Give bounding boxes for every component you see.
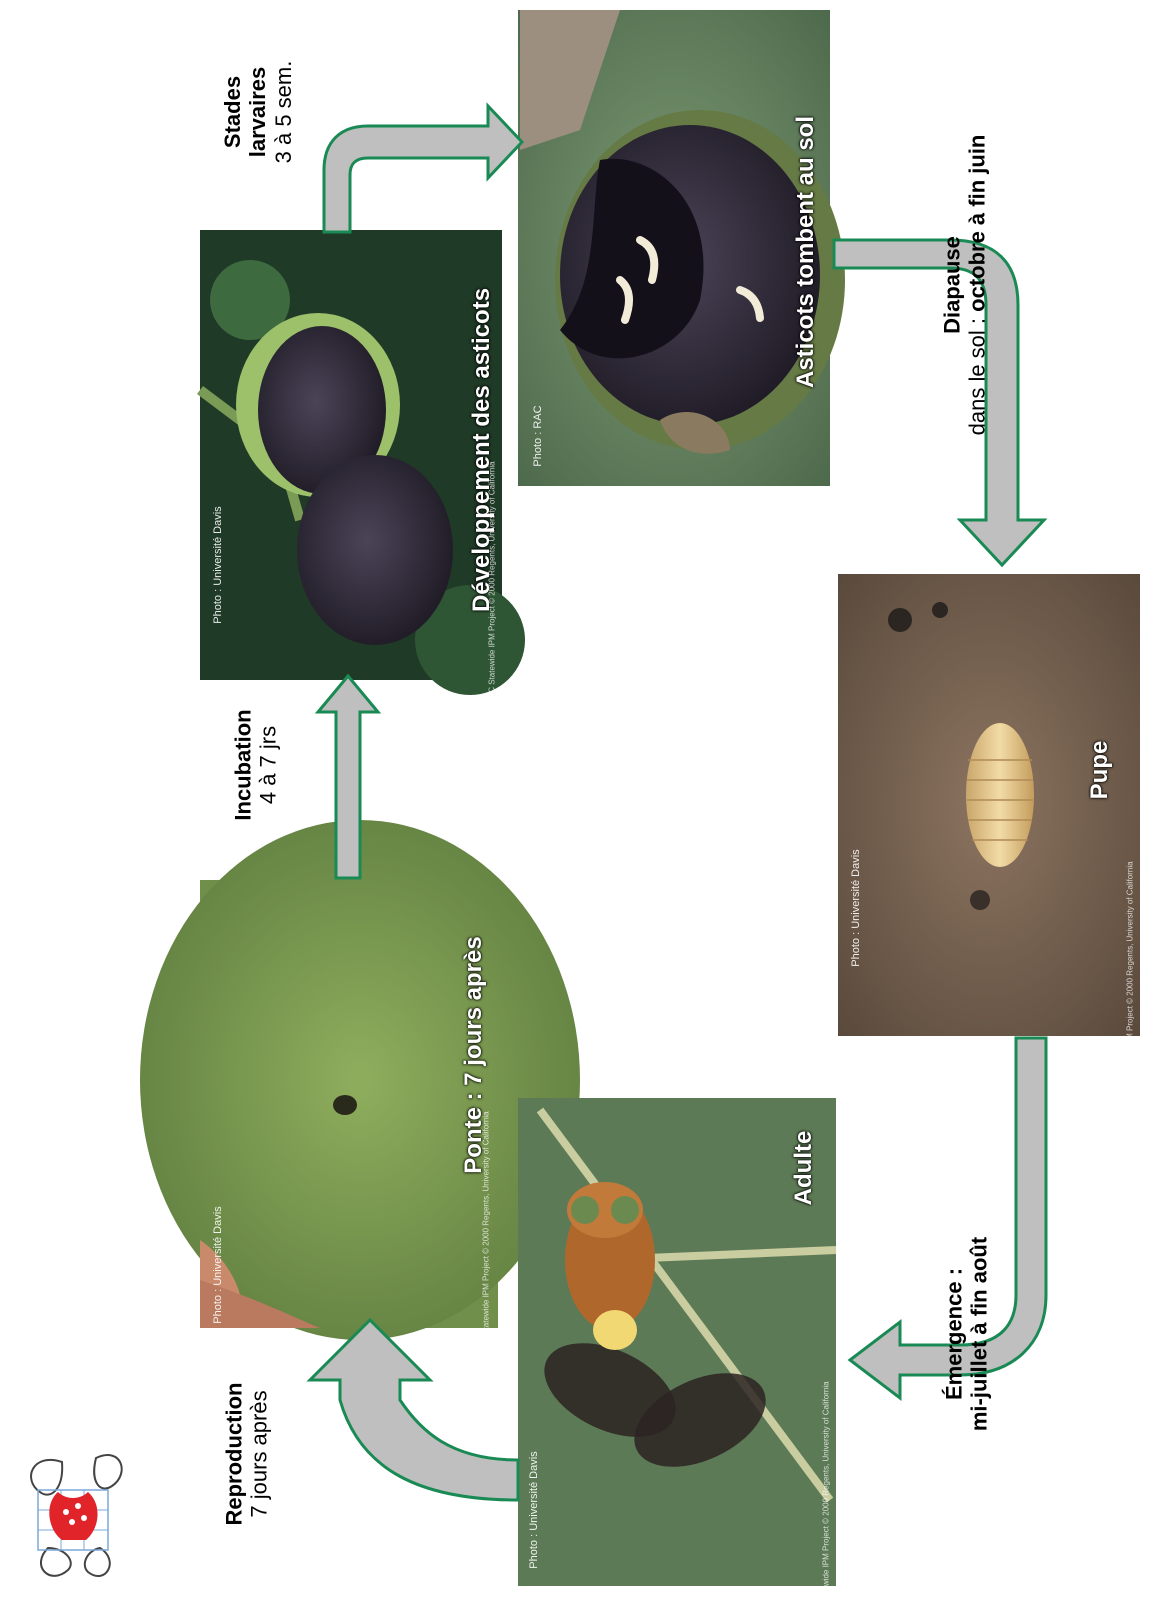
photo-ponte (140, 820, 580, 1340)
diapause-detail-prefix: dans le sol : (965, 312, 990, 436)
larval-detail: 3 à 5 sem. (271, 61, 296, 164)
organization-logo (31, 1455, 122, 1576)
incubation-title: Incubation (231, 709, 256, 820)
larval-title-line2: larvaires (245, 61, 270, 164)
reproduction-detail: 7 jours après (247, 1383, 272, 1526)
photo-adulte (518, 1098, 836, 1586)
arrow-stades-larvaires (324, 106, 522, 232)
diapause-title: Diapause (940, 135, 965, 436)
reproduction-title: Reproduction (222, 1383, 247, 1526)
diapause-detail-highlight: octobre à fin juin (965, 135, 990, 312)
emergence-detail: mi-juillet à fin août (967, 1237, 992, 1431)
incubation-detail: 4 à 7 jrs (256, 709, 281, 820)
larval-title-line1: Stades (220, 61, 245, 164)
photo-pupe (838, 574, 1140, 1036)
emergence-title: Émergence : (942, 1237, 967, 1431)
